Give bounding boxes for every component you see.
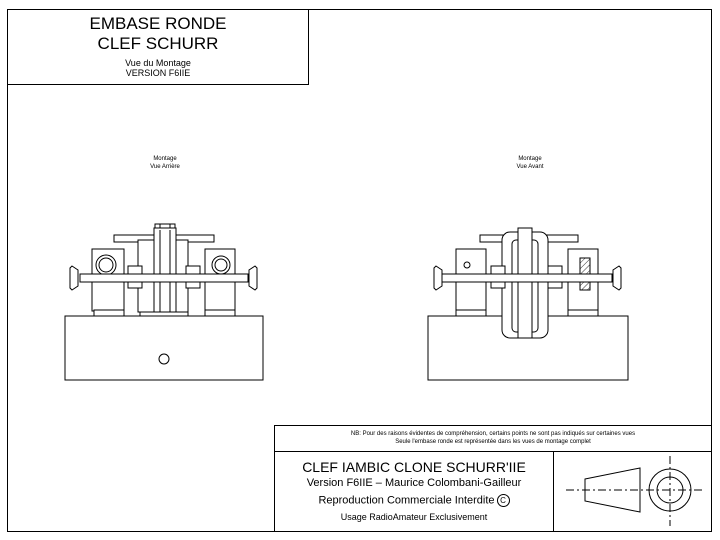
note-line-2: Seule l'embase ronde est représentée dan… — [395, 439, 591, 445]
rear-view-label-line-1: Montage — [153, 156, 177, 162]
front-view-drawing — [427, 227, 629, 381]
cartouche-usage: Usage RadioAmateur Exclusivement — [340, 512, 488, 523]
cartouche-repro: Reproduction Commerciale Interdite — [318, 494, 495, 507]
projection-symbol — [566, 456, 704, 526]
rear-view-label: Montage Vue Arrière — [125, 155, 205, 171]
cartouche-title: CLEF IAMBIC CLONE SCHURR'IIE — [302, 459, 526, 475]
rear-base-block — [64, 315, 264, 381]
projection-symbol-box — [553, 451, 712, 532]
note-box: NB: Pour des raisons évidentes de compré… — [274, 425, 712, 452]
rear-base-hole — [158, 353, 170, 365]
title-block: EMBASE RONDE CLEF SCHURR Vue du Montage … — [7, 9, 309, 85]
title-line-3: Vue du Montage — [125, 58, 191, 68]
title-line-1: EMBASE RONDE — [89, 14, 227, 33]
rear-left-thumbscrew — [69, 265, 79, 291]
front-view-label: Montage Vue Avant — [490, 155, 570, 171]
note-line-1: NB: Pour des raisons évidentes de compré… — [350, 431, 636, 437]
front-left-thumbscrew — [433, 265, 443, 291]
rear-view-label-line-2: Vue Arrière — [150, 164, 180, 170]
rear-view-drawing — [64, 223, 264, 381]
front-view-label-line-2: Vue Avant — [516, 164, 544, 170]
cartouche: CLEF IAMBIC CLONE SCHURR'IIE Version F6I… — [274, 451, 554, 532]
projection-cone — [584, 467, 641, 513]
front-right-thumbscrew — [612, 265, 622, 291]
rear-right-thumbscrew — [248, 265, 258, 291]
front-left-hole — [463, 261, 471, 269]
front-view-label-line-1: Montage — [518, 156, 542, 162]
copyright-icon: C — [496, 494, 510, 507]
title-line-2: CLEF SCHURR — [97, 34, 219, 53]
title-line-4: VERSION F6IIE — [125, 68, 191, 78]
cartouche-version: Version F6IIE – Maurice Colombani-Gaille… — [306, 477, 522, 489]
